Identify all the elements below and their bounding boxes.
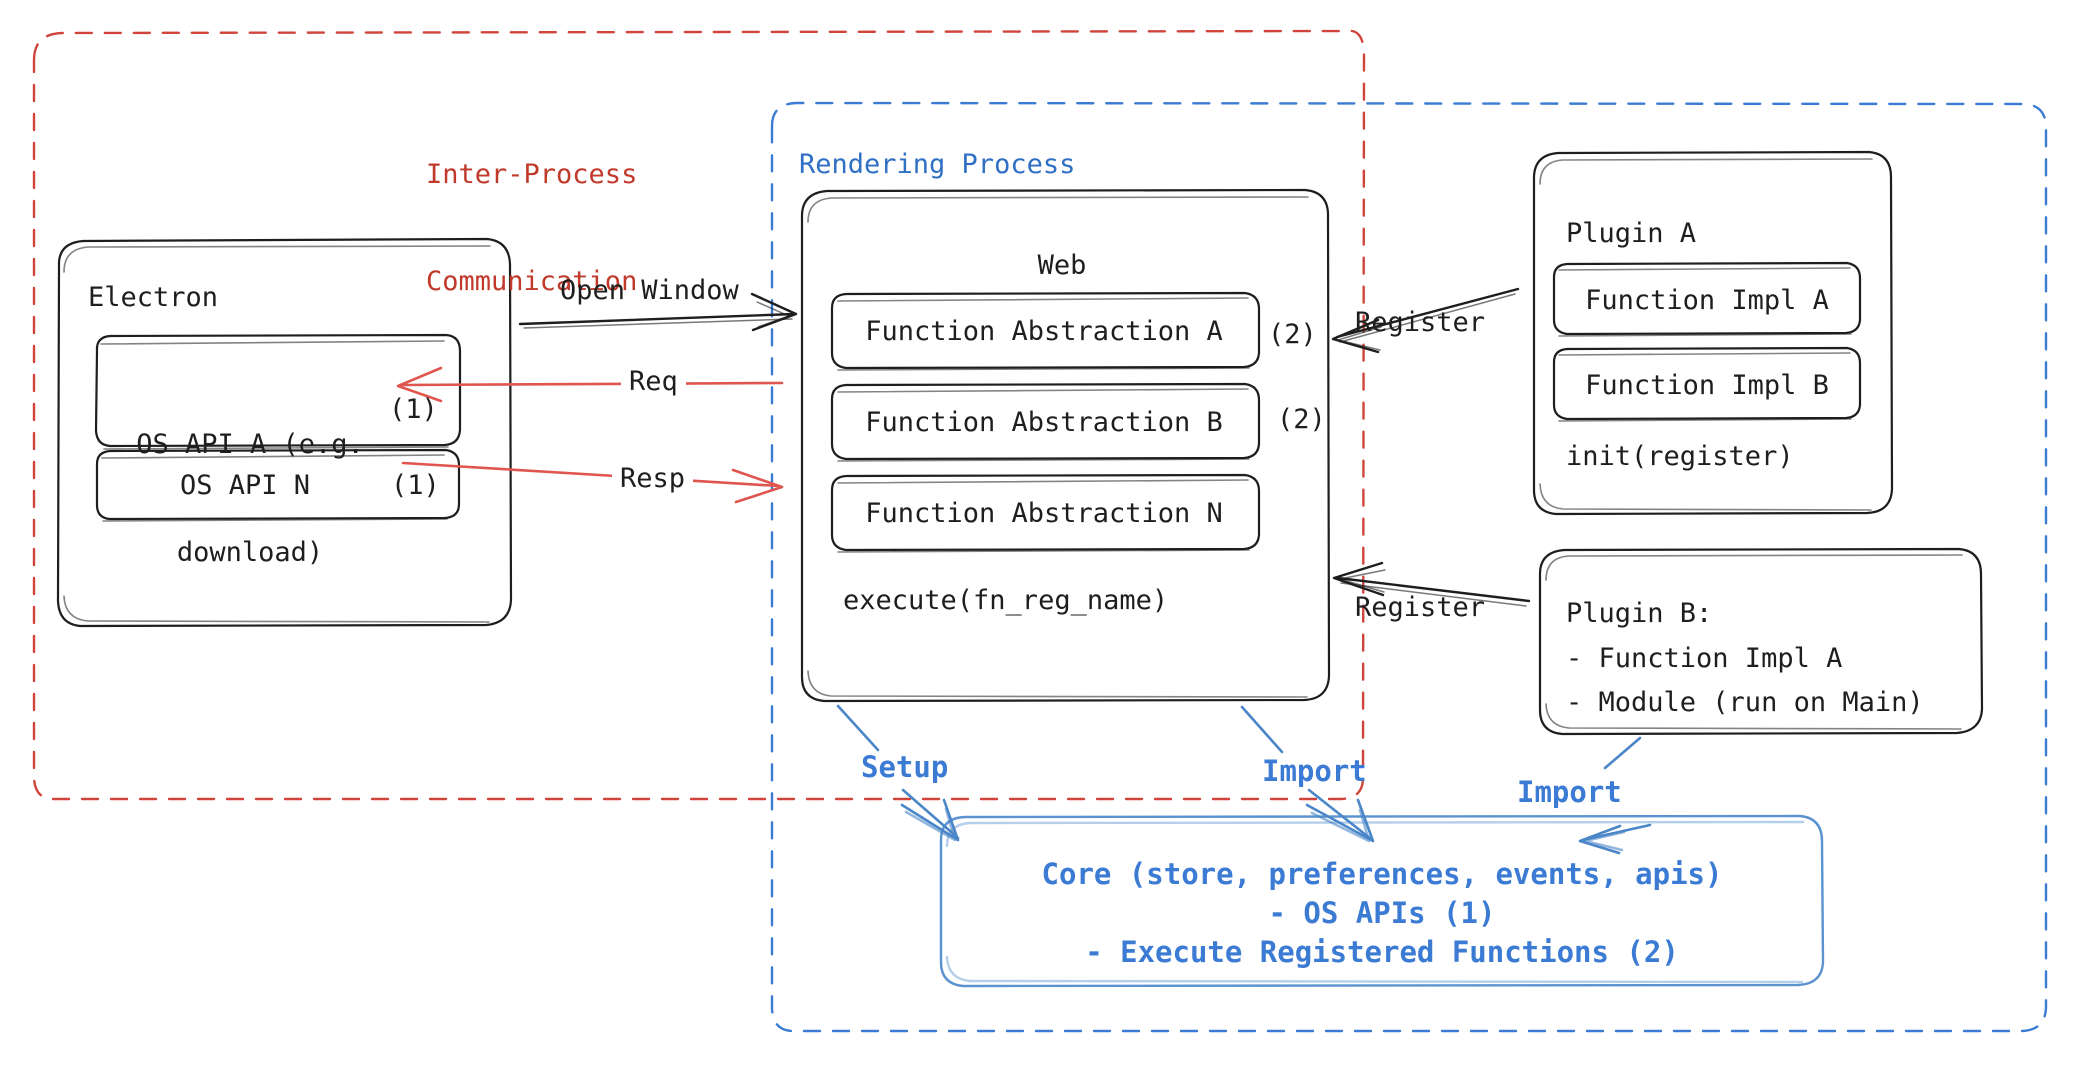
plugin-a-title: Plugin A (1566, 218, 1697, 249)
resp-arrow (401, 461, 784, 504)
function-abstraction-b-marker: (2) (1277, 404, 1326, 435)
plugin-b-item-0: - Function Impl A (1566, 643, 1843, 674)
plugin-b-item-1: - Module (run on Main) (1566, 687, 1924, 718)
req-arrow (396, 366, 784, 403)
ipc-label-line1: Inter-Process (426, 159, 638, 191)
function-abstraction-a-label: Function Abstraction A (865, 316, 1223, 347)
import-web-label: Import (1262, 754, 1367, 788)
plugin-a-item-1: Function Impl B (1585, 370, 1829, 401)
ipc-label: Inter-Process Communication (426, 86, 746, 371)
web-title: Web (1037, 250, 1087, 281)
core-line-2: - OS APIs (1) (1268, 896, 1496, 931)
plugin-b-title: Plugin B: (1566, 598, 1713, 629)
import-plugin-label: Import (1517, 775, 1622, 809)
setup-label: Setup (861, 750, 949, 784)
core-line-1: Core (store, preferences, events, apis) (1041, 857, 1723, 891)
plugin-a-item-0: Function Impl A (1585, 285, 1829, 316)
function-abstraction-a-marker: (2) (1268, 319, 1317, 350)
os-api-n-label: OS API N (179, 470, 311, 501)
plugin-a-footer: init(register) (1566, 441, 1794, 472)
open-window-label: Open Window (560, 275, 739, 306)
req-label: Req (621, 366, 686, 397)
rendering-process-label: Rendering Process (799, 149, 1076, 180)
os-api-a-line2: download) (176, 536, 324, 568)
os-api-a-line1: OS API A (e.g. (136, 428, 364, 460)
electron-title: Electron (88, 282, 219, 313)
function-abstraction-b-label: Function Abstraction B (865, 407, 1223, 438)
register-plugin-b-label: Register (1355, 592, 1486, 623)
core-line-3: - Execute Registered Functions (2) (1085, 935, 1679, 970)
os-api-n-marker: (1) (391, 470, 440, 501)
function-abstraction-n-label: Function Abstraction N (865, 498, 1223, 529)
resp-label: Resp (612, 463, 694, 494)
core-label: Core (store, preferences, events, apis) … (944, 855, 1820, 972)
os-api-a-label: OS API A (e.g. download) (100, 355, 400, 642)
os-api-a-marker: (1) (389, 394, 438, 425)
ipc-label-line2: Communication (426, 266, 638, 298)
register-plugin-a-label: Register (1355, 307, 1486, 338)
web-footer: execute(fn_reg_name) (843, 585, 1169, 616)
